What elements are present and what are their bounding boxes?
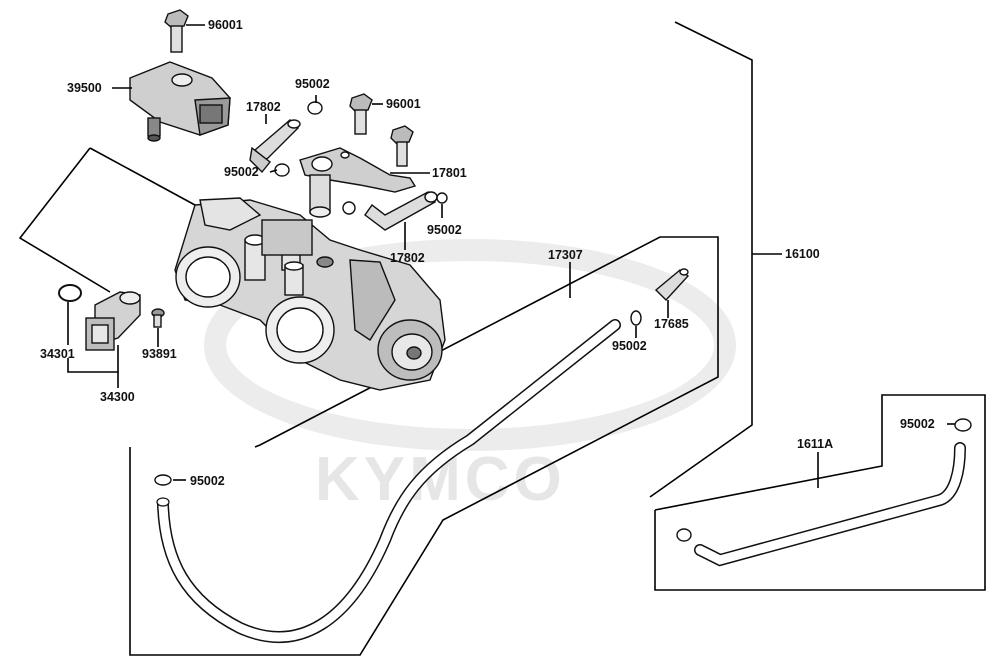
oring-34301 xyxy=(58,284,82,302)
label-17307: 17307 xyxy=(548,248,583,262)
screw-93891 xyxy=(151,308,165,328)
clamp-95002-f xyxy=(676,418,972,542)
label-34300: 34300 xyxy=(100,390,135,404)
clamp-95002-b xyxy=(274,163,290,177)
clamp-95002-e xyxy=(154,474,172,486)
label-17802-upper: 17802 xyxy=(246,100,281,114)
bolt-96001-top xyxy=(164,9,189,53)
label-95002-mid: 95002 xyxy=(612,339,647,353)
bolt-96001-right xyxy=(390,125,414,167)
hose-17307 xyxy=(156,319,621,643)
map-sensor-39500 xyxy=(129,61,231,142)
clamp-95002-d xyxy=(630,310,642,326)
bracket-17801 xyxy=(299,147,417,218)
fitting-17685 xyxy=(654,268,690,302)
throttle-body-frame xyxy=(89,147,196,206)
hose-17802-upper xyxy=(249,119,301,174)
label-95002-right: 95002 xyxy=(427,223,462,237)
label-17685: 17685 xyxy=(654,317,689,331)
label-1611A: 1611A xyxy=(797,437,833,451)
label-96001-mid: 96001 xyxy=(386,97,421,111)
label-95002-bottom-left: 95002 xyxy=(190,474,225,488)
tps-sensor-34300 xyxy=(85,291,141,351)
hose-1611A-frame xyxy=(654,394,986,591)
label-95002-left: 95002 xyxy=(224,165,259,179)
throttle-body xyxy=(174,197,446,391)
leader-lines xyxy=(67,24,955,488)
label-34301: 34301 xyxy=(40,347,75,361)
label-93891: 93891 xyxy=(142,347,177,361)
label-95002-top: 95002 xyxy=(295,77,330,91)
label-17802-lower: 17802 xyxy=(390,251,425,265)
label-96001-top: 96001 xyxy=(208,18,243,32)
label-16100: 16100 xyxy=(785,247,820,261)
sensor-group-frame xyxy=(18,147,111,293)
label-17801: 17801 xyxy=(432,166,467,180)
label-95002-bottom-right: 95002 xyxy=(900,417,935,431)
hose-16100-frame xyxy=(649,21,753,498)
bolt-96001-mid xyxy=(349,93,373,135)
clamp-95002-a xyxy=(307,101,323,115)
clamp-95002-c xyxy=(342,192,448,215)
hose-1611A xyxy=(694,442,966,567)
label-39500: 39500 xyxy=(67,81,102,95)
